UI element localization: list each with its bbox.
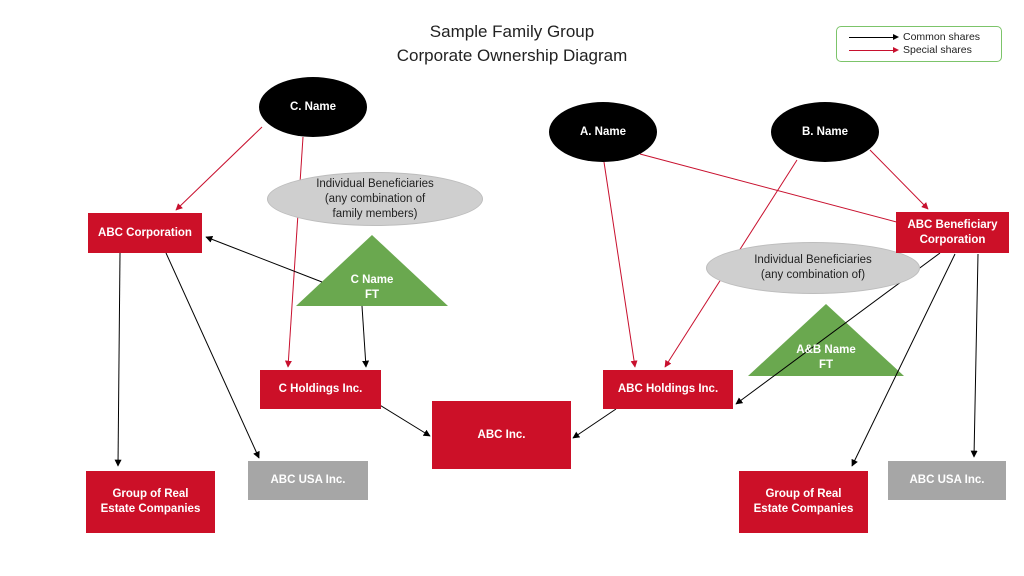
legend-common-label: Common shares [903, 31, 981, 43]
abc-beneficiary-corporation[interactable]: ABC Beneficiary Corporation [896, 212, 1009, 253]
edge-cnameft-to-abc-corporation [205, 236, 323, 283]
legend-special-label: Special shares [903, 44, 972, 56]
abc-beneficiary-corporation-line-2: Corporation [919, 233, 986, 246]
legend: Common shares Special shares [836, 26, 1002, 62]
group-real-estate-left-line-1: Group of Real [112, 488, 189, 500]
group-real-estate-right-line-1: Group of Real [765, 488, 842, 500]
abc-inc-label: ABC Inc. [477, 428, 526, 441]
abc-beneficiary-corporation-line-1: ABC Beneficiary [907, 218, 998, 231]
edge-cnameft-to-c-holdings [361, 305, 370, 368]
edge-abc-beneficiary-to-usa-right [970, 253, 979, 458]
edge-abc-corporation-to-real-estate-left [114, 252, 122, 467]
edge-aname-to-abc-beneficiary [639, 153, 905, 226]
abc-usa-inc-left[interactable]: ABC USA Inc. [248, 461, 368, 500]
group-real-estate-right[interactable]: Group of Real Estate Companies [739, 471, 868, 533]
edge-aname-to-abc-holdings [603, 161, 638, 368]
diagram-title: Sample Family Group Corporate Ownership … [312, 20, 712, 68]
abc-holdings-inc-label: ABC Holdings Inc. [617, 383, 719, 395]
c-holdings-inc[interactable]: C Holdings Inc. [260, 370, 381, 409]
edge-abc-corporation-to-usa-left [165, 252, 260, 459]
edge-abc-beneficiary-to-real-estate-right [851, 253, 956, 467]
title-line-1: Sample Family Group [429, 22, 595, 41]
person-a-name[interactable]: A. Name [549, 102, 657, 162]
abc-usa-inc-left-label: ABC USA Inc. [270, 474, 346, 486]
ab-name-ft-line-1: A&B Name [796, 344, 856, 356]
ab-name-ft-triangle [748, 304, 904, 376]
abc-inc[interactable]: ABC Inc. [432, 401, 571, 469]
c-name-ft-triangle [296, 235, 448, 306]
c-name-ft[interactable]: C Name FT [332, 272, 412, 304]
beneficiaries-left-line-2: (any combination of [324, 192, 426, 205]
legend-common-arrow-icon [849, 34, 899, 40]
beneficiaries-left-line-1: Individual Beneficiaries [316, 177, 434, 190]
abc-usa-inc-right-label: ABC USA Inc. [909, 474, 985, 486]
edge-cname-to-c-holdings [284, 136, 304, 368]
person-a-name-label: A. Name [579, 125, 627, 138]
legend-special-arrow-icon [849, 47, 899, 53]
edge-c-holdings-to-abc-inc [377, 403, 431, 437]
c-name-ft-line-1: C Name [350, 274, 394, 286]
title-line-2: Corporate Ownership Diagram [396, 46, 628, 65]
person-b-name-label: B. Name [801, 125, 849, 138]
edge-cname-to-abc-corporation [175, 126, 263, 211]
person-c-name-label: C. Name [289, 100, 337, 113]
beneficiaries-left[interactable]: Individual Beneficiaries (any combinatio… [267, 172, 483, 226]
group-real-estate-left-line-2: Estate Companies [100, 503, 201, 515]
person-c-name[interactable]: C. Name [259, 77, 367, 137]
abc-usa-inc-right[interactable]: ABC USA Inc. [888, 461, 1006, 500]
group-real-estate-left[interactable]: Group of Real Estate Companies [86, 471, 215, 533]
c-name-ft-line-2: FT [364, 289, 380, 301]
group-real-estate-right-line-2: Estate Companies [753, 503, 854, 515]
abc-corporation[interactable]: ABC Corporation [88, 213, 202, 253]
ab-name-ft-line-2: FT [818, 359, 834, 371]
beneficiaries-left-line-3: family members) [332, 207, 418, 220]
edge-abc-holdings-to-abc-inc [572, 408, 617, 439]
beneficiaries-right[interactable]: Individual Beneficiaries (any combinatio… [706, 242, 920, 294]
beneficiaries-right-line-1: Individual Beneficiaries [754, 254, 872, 266]
c-holdings-inc-label: C Holdings Inc. [278, 383, 363, 395]
abc-holdings-inc[interactable]: ABC Holdings Inc. [603, 370, 733, 409]
abc-corporation-label: ABC Corporation [98, 226, 192, 239]
ab-name-ft[interactable]: A&B Name FT [781, 342, 871, 374]
person-b-name[interactable]: B. Name [771, 102, 879, 162]
edge-bname-to-abc-beneficiary [869, 149, 929, 210]
beneficiaries-right-line-2: (any combination of) [760, 269, 866, 281]
